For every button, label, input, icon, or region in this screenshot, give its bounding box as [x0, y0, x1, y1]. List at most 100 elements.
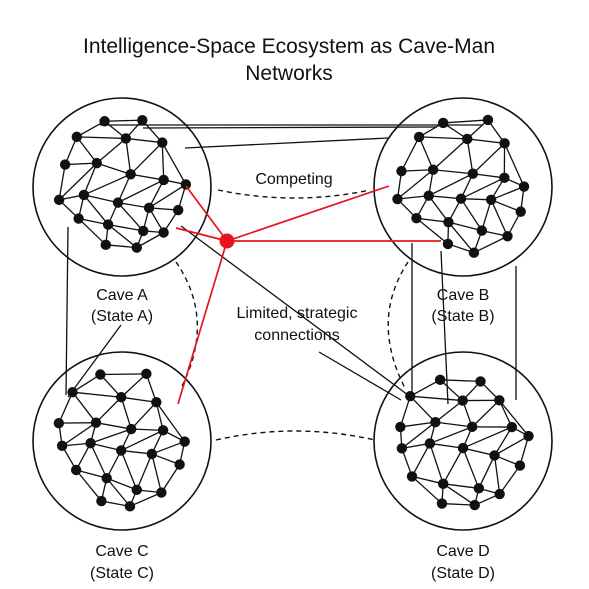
cave-a-state: (State A)	[91, 308, 153, 325]
network-edge	[72, 391, 122, 398]
network-node	[392, 193, 403, 205]
strategic-link	[185, 185, 228, 242]
network-edge	[83, 162, 98, 196]
cave-d-network	[373, 351, 553, 531]
network-edge	[61, 422, 97, 447]
network-node	[158, 174, 169, 186]
network-edge	[428, 195, 449, 223]
network-node	[502, 231, 513, 242]
network-node	[466, 421, 478, 433]
network-edge	[490, 199, 521, 213]
network-node	[468, 247, 480, 258]
network-edge	[433, 169, 473, 175]
network-node	[434, 374, 446, 386]
network-node	[499, 172, 510, 184]
network-edge	[121, 396, 157, 403]
network-edge	[494, 435, 529, 457]
network-node	[424, 438, 436, 449]
network-edge	[100, 373, 147, 376]
limited-connections-label-line2: connections	[254, 327, 339, 344]
network-node	[56, 440, 68, 452]
competition-arcs	[175, 189, 409, 441]
inter-cave-link	[180, 225, 413, 399]
network-edge	[65, 162, 97, 166]
network-node	[494, 395, 505, 406]
network-edge	[76, 120, 105, 138]
competing-label: Competing	[255, 171, 332, 188]
network-edge	[95, 422, 132, 430]
network-edge	[410, 395, 463, 402]
network-node	[146, 448, 158, 460]
network-node	[157, 425, 169, 436]
strategic-hub-node	[219, 233, 235, 249]
network-node	[462, 133, 473, 145]
network-node	[173, 204, 184, 216]
network-node	[430, 416, 441, 428]
network-node	[91, 157, 103, 169]
network-edge	[397, 169, 434, 200]
network-edge	[136, 453, 153, 491]
network-edge	[434, 400, 464, 423]
network-node	[156, 487, 167, 498]
network-edge	[462, 447, 495, 457]
network-node	[71, 131, 82, 143]
inter-cave-link	[318, 351, 402, 401]
limited-connections-label-line1: Limited, strategic	[237, 305, 358, 322]
cave-c-boundary	[32, 351, 212, 531]
network-edge	[58, 164, 66, 200]
network-edge	[473, 235, 508, 254]
network-edge	[498, 399, 530, 437]
network-edge	[429, 426, 473, 445]
network-edge	[117, 202, 144, 232]
cave-b-name: Cave B	[437, 287, 489, 304]
network-edge	[443, 483, 479, 489]
network-edge	[72, 391, 97, 424]
network-node	[180, 179, 192, 190]
network-node	[485, 194, 497, 206]
network-edge	[441, 502, 475, 506]
inter-cave-link	[67, 324, 122, 398]
network-edge	[83, 173, 131, 196]
network-node	[437, 117, 449, 129]
network-node	[100, 239, 112, 251]
network-node	[138, 225, 149, 237]
network-node	[476, 225, 488, 236]
network-edge	[120, 373, 147, 398]
network-edge	[104, 119, 143, 122]
strategic-links	[175, 185, 441, 405]
network-node	[53, 417, 65, 429]
network-edge	[76, 136, 126, 140]
network-edge	[443, 119, 489, 124]
network-edge	[90, 442, 122, 452]
network-node	[95, 369, 106, 380]
network-edge	[432, 138, 468, 171]
network-node	[494, 488, 505, 500]
cave-d-boundary	[373, 351, 553, 531]
cave-b-boundary	[373, 97, 553, 277]
cave-a-boundary	[32, 97, 212, 277]
network-edge	[96, 137, 127, 164]
competing-arc-right	[387, 261, 409, 389]
strategic-link	[175, 227, 228, 242]
network-node	[124, 501, 136, 512]
network-edge	[108, 223, 144, 232]
network-edge	[130, 401, 157, 430]
network-edge	[120, 429, 164, 452]
network-edge	[148, 179, 165, 209]
network-edge	[435, 421, 473, 428]
network-node	[143, 202, 155, 214]
network-node	[78, 189, 90, 201]
network-edge	[76, 136, 98, 164]
network-edge	[400, 136, 420, 172]
network-edge	[416, 217, 449, 245]
network-edge	[442, 483, 476, 506]
network-edge	[117, 201, 150, 209]
network-node	[102, 219, 114, 230]
network-edge	[75, 469, 107, 479]
network-edge	[106, 477, 131, 507]
network-edge	[442, 447, 464, 485]
network-edge	[83, 194, 109, 225]
network-edge	[83, 194, 119, 204]
network-node	[125, 169, 136, 180]
